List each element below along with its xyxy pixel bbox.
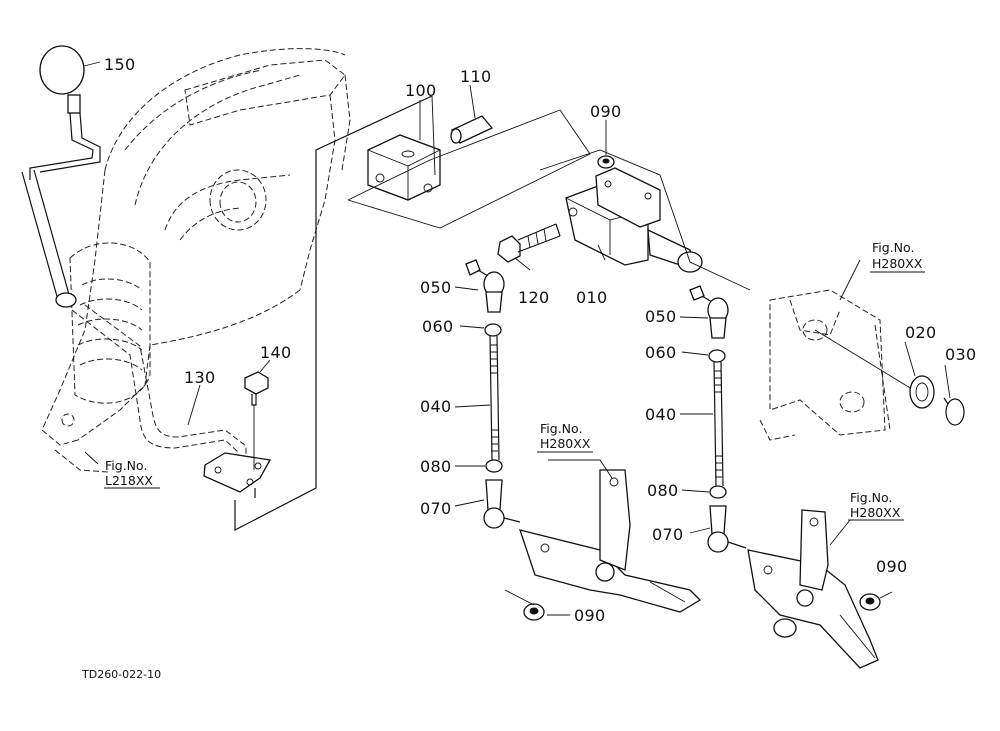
ball-joint-070-right [707, 505, 747, 553]
assembly-bracket [234, 95, 433, 531]
label-010: 010 [576, 288, 607, 307]
block-100 [367, 134, 441, 201]
collar-090-lower-right [859, 593, 881, 611]
ref-h280b-num: H280XX [872, 256, 923, 271]
bolt-140 [244, 371, 269, 470]
ref-l218-num: L218XX [105, 473, 153, 488]
housing-right [759, 289, 891, 441]
label-110: 110 [460, 67, 491, 86]
lever-130 [71, 304, 247, 466]
shift-lever-rod [21, 112, 101, 308]
mount-plate [203, 452, 272, 498]
shaft-guide [539, 149, 751, 291]
console-outline [41, 48, 351, 473]
label-040-left: 040 [420, 397, 451, 416]
lower-lever-right [747, 509, 879, 669]
collar-090-top [597, 155, 615, 169]
lever-boot [69, 242, 151, 404]
lower-lever-left [519, 469, 702, 613]
snap-ring-030 [943, 397, 965, 426]
ball-joint-070-left [483, 479, 521, 529]
label-090-top: 090 [590, 102, 621, 121]
label-140: 140 [260, 343, 291, 362]
ref-h280c-num: H280XX [850, 505, 901, 520]
ref-h280b-fig: Fig.No. [872, 240, 914, 255]
label-150: 150 [104, 55, 135, 74]
label-020: 020 [905, 323, 936, 342]
leader-lines [83, 61, 951, 616]
label-060-right: 060 [645, 343, 676, 362]
nut-080-right [709, 485, 727, 499]
ref-l218-fig: Fig.No. [105, 458, 147, 473]
ball-joint-050-left [465, 259, 505, 313]
label-050-left: 050 [420, 278, 451, 297]
label-080-left: 080 [420, 457, 451, 476]
assembly-outline-a [347, 109, 591, 229]
rod-040-right [713, 361, 724, 487]
label-100: 100 [405, 81, 436, 100]
shift-knob-150 [39, 45, 85, 114]
part-labels: 150 100 110 090 140 130 050 120 010 060 … [104, 55, 976, 625]
label-080-right: 080 [647, 481, 678, 500]
label-070-left: 070 [420, 499, 451, 518]
leader-100 [431, 95, 436, 176]
nut-080-left [485, 459, 503, 473]
label-070-right: 070 [652, 525, 683, 544]
ref-h280a-fig: Fig.No. [540, 421, 582, 436]
pin-110 [450, 115, 494, 144]
ref-h280a-num: H280XX [540, 436, 591, 451]
ball-joint-050-right [689, 285, 729, 339]
figure-references: Fig.No. L218XX Fig.No. H280XX Fig.No. H2… [105, 240, 923, 520]
label-130: 130 [184, 368, 215, 387]
label-060-left: 060 [422, 317, 453, 336]
leader-090-lower-left [504, 589, 535, 606]
nut-060-left [484, 323, 502, 337]
label-050-right: 050 [645, 307, 676, 326]
arm-010 [565, 167, 703, 273]
label-090-lower-left: 090 [574, 606, 605, 625]
label-030: 030 [945, 345, 976, 364]
nut-060-right [708, 349, 726, 363]
ref-h280c-fig: Fig.No. [850, 490, 892, 505]
bolt-120 [497, 223, 561, 263]
label-120: 120 [518, 288, 549, 307]
collar-090-lower-left [523, 603, 545, 621]
label-090-lower-right: 090 [876, 557, 907, 576]
label-040-right: 040 [645, 405, 676, 424]
drawing-code: TD260-022-10 [81, 668, 161, 681]
rod-040-left [489, 335, 500, 461]
washer-020 [909, 375, 935, 409]
